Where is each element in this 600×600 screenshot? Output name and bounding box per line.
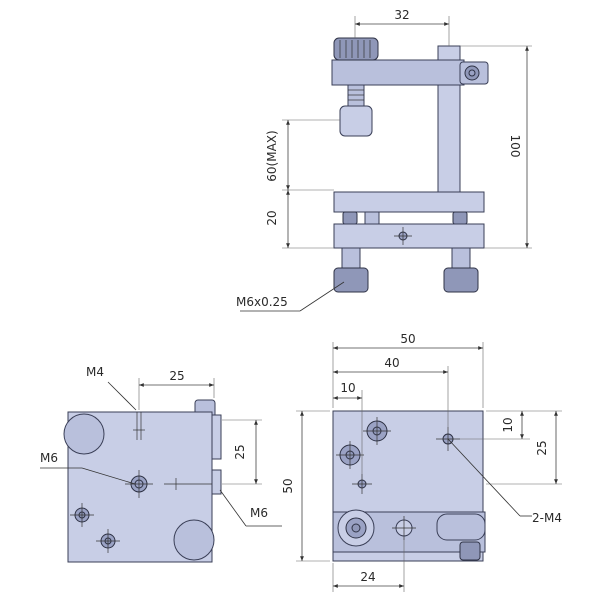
dim-10-top-label: 10 xyxy=(340,381,355,395)
upper-base-plate xyxy=(333,191,485,213)
knob-icon xyxy=(63,413,105,455)
knurled-knob-icon xyxy=(333,37,379,61)
side-view: 32 100 60(MAX) 20 M6x0.25 xyxy=(236,8,532,312)
m4-callout-label: M4 xyxy=(86,365,104,379)
dim-50-top-label: 50 xyxy=(400,332,415,346)
right-view: 50 40 10 50 10 25 24 2-M4 xyxy=(281,332,562,592)
dim-20-label: 20 xyxy=(265,210,279,225)
clamp-screw-icon xyxy=(459,61,489,85)
threaded-shaft xyxy=(339,84,373,137)
left-view: 25 25 M4 M6 M6 xyxy=(40,365,282,563)
top-arm xyxy=(331,59,465,86)
dim-25-right-label: 25 xyxy=(233,444,247,459)
dim-10-right-label: 10 xyxy=(501,417,515,432)
dim-50-left-label: 50 xyxy=(281,478,295,493)
holes-callout-label: 2-M4 xyxy=(532,511,562,525)
dim-40-label: 40 xyxy=(384,356,399,370)
dim-32-label: 32 xyxy=(394,8,409,22)
m6-right-callout-label: M6 xyxy=(250,506,268,520)
dim-100-label: 100 xyxy=(508,135,522,158)
dim-24-label: 24 xyxy=(360,570,375,584)
dim-25-right-view-label: 25 xyxy=(535,440,549,455)
knob-icon xyxy=(173,519,215,561)
thread-callout-label: M6x0.25 xyxy=(236,295,288,309)
m6-left-callout-label: M6 xyxy=(40,451,58,465)
dim-25-top-label: 25 xyxy=(169,369,184,383)
dim-60max-label: 60(MAX) xyxy=(265,130,279,181)
